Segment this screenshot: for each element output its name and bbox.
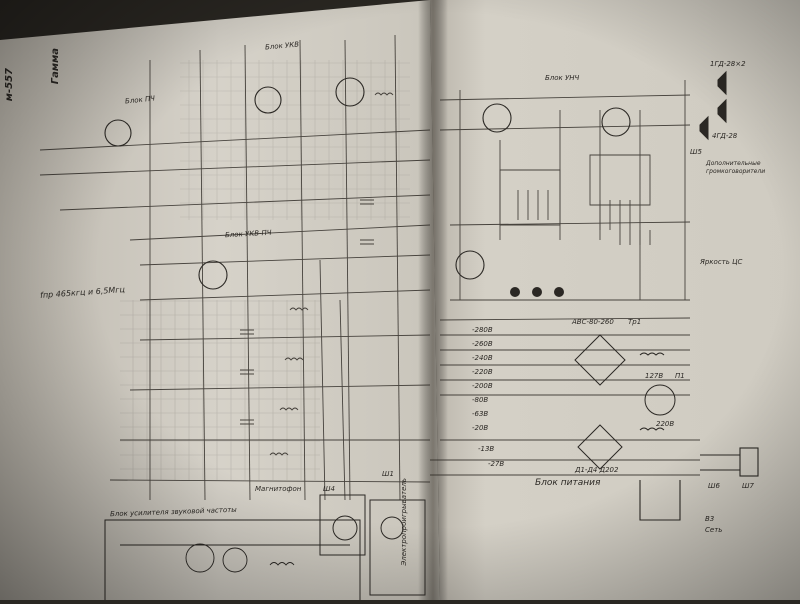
- voltage-tap-7: -63В: [472, 410, 489, 418]
- voltage-tap-5: -200В: [472, 382, 493, 390]
- page-title: Гамма: [50, 48, 61, 85]
- mains-label: Сеть: [705, 526, 723, 534]
- diodes-label: Д1-Д4 Д202: [575, 466, 619, 474]
- voltage-tap-6: -80В: [472, 396, 489, 404]
- voltage-tap-3: -240В: [472, 354, 493, 362]
- connector-sh6: Ш6: [708, 482, 720, 490]
- brightness-label: Яркость ЦС: [700, 258, 743, 266]
- connector-sh7: Ш7: [742, 482, 754, 490]
- voltage-tap-2: -260В: [472, 340, 493, 348]
- tube-symbols-right: [455, 103, 631, 280]
- connector-sh4: Ш4: [323, 485, 335, 493]
- block-label-unch: Блок УНЧ: [545, 74, 580, 82]
- power-switch: [639, 352, 676, 431]
- book-gutter: [418, 0, 448, 600]
- model-label: м-557: [4, 68, 15, 102]
- switch-v3: В3: [705, 515, 715, 523]
- voltage-220-label: 220В: [656, 420, 675, 428]
- record-player-label: Электропроигрыватель: [400, 478, 408, 566]
- mains-connector: [639, 447, 759, 521]
- voltage-tap-10: -27В: [488, 460, 505, 468]
- block-label-power: Блок питания: [535, 478, 601, 488]
- rectifier-label: АВС-80-260: [572, 318, 614, 326]
- indicator-lamps: [510, 287, 564, 297]
- speaker-label-main: 1ГД-28×2: [710, 60, 746, 68]
- speakers: [699, 70, 727, 141]
- transformer-label: Тр1: [628, 318, 642, 326]
- connector-sh1: Ш1: [382, 470, 394, 478]
- connector-sh5: Ш5: [690, 148, 702, 156]
- audio-amp-block-outline: [104, 519, 361, 604]
- voltage-tap-4: -220В: [472, 368, 493, 376]
- voltage-tap-8: -20В: [472, 424, 489, 432]
- tape-recorder-label: Магнитофон: [255, 485, 302, 493]
- extra-speakers-label: Дополнительные громкоговорители: [706, 160, 766, 175]
- speaker-label-4gd: 4ГД-28: [712, 132, 738, 140]
- voltage-127-label: 127В: [645, 372, 664, 380]
- rectifier-bridges: [574, 334, 626, 470]
- voltage-tap-1: -280В: [472, 326, 493, 334]
- switch-p1-label: П1: [675, 372, 685, 380]
- right-schematic: [430, 80, 700, 476]
- tube-symbols-left: [104, 77, 365, 290]
- voltage-tap-9: -13В: [478, 445, 495, 453]
